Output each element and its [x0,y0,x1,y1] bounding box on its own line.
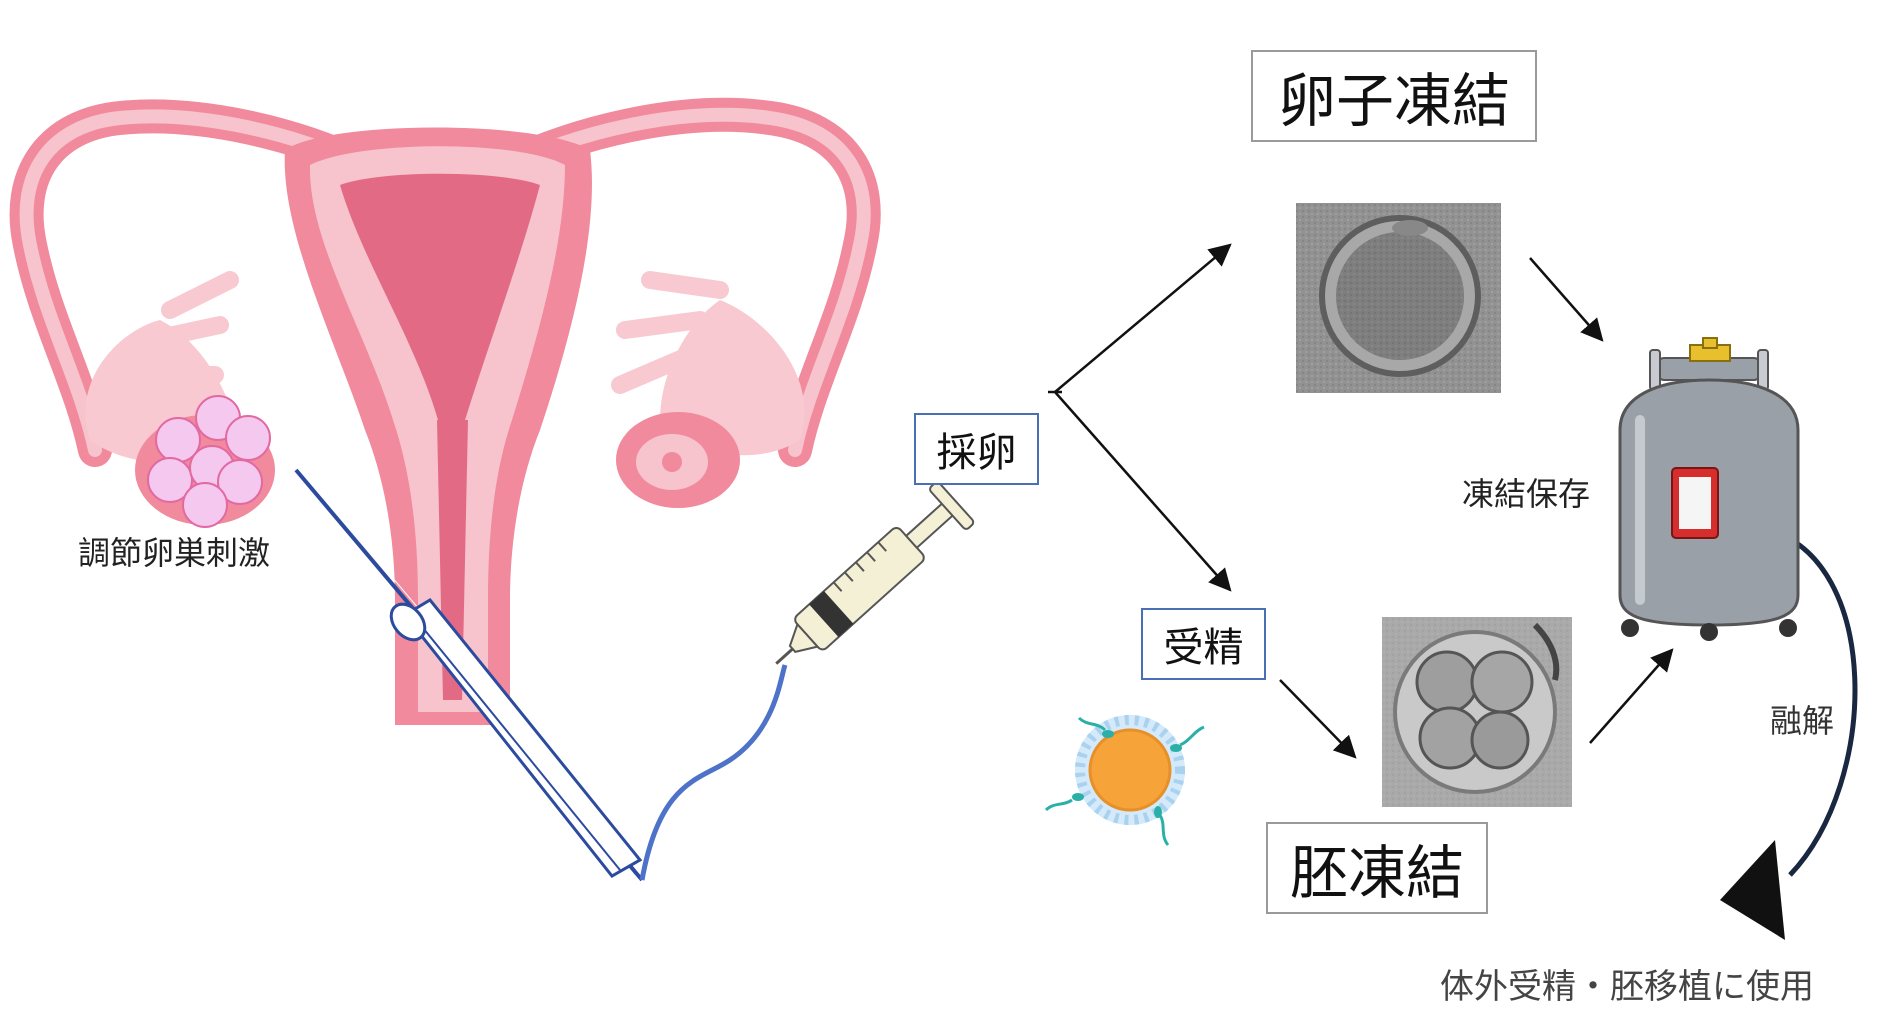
embryo-freezing-title: 胚凍結 [1289,839,1464,907]
usage-label: 体外受精・胚移植に使用 [1440,967,1814,1007]
oocyte-photo [1296,203,1501,393]
ovary-follicles-icon [135,395,275,528]
aspiration-tube [639,664,788,881]
storage-label: 凍結保存 [1462,475,1591,513]
embryo-freezing-title-box: 胚凍結 [1266,822,1488,914]
egg-freezing-title: 卵子凍結 [1277,67,1510,135]
thaw-arrow [1720,527,1858,940]
fertilization-step-label: 受精 [1163,625,1244,671]
fertilization-step-box: 受精 [1141,608,1266,680]
arrow-oocyte-to-tank [1529,257,1604,342]
retrieval-step-box: 採卵 [914,413,1039,485]
egg-freezing-title-box: 卵子凍結 [1251,50,1537,142]
arrow-embryo-to-tank [1589,648,1674,744]
embryo-photo [1382,617,1572,807]
uterus-icon [9,97,881,725]
sperm-egg-icon [1044,715,1205,846]
stimulation-label: 調節卵巣刺激 [78,534,271,572]
syringe-icon [775,481,975,665]
retrieval-step-label: 採卵 [936,430,1017,476]
liquid-nitrogen-tank-icon [1618,337,1800,641]
arrow-to-fertilization [1054,391,1232,592]
arrow-to-egg-freezing [1054,243,1232,393]
arrow-fertilization-to-embryo [1279,679,1357,759]
thaw-label: 融解 [1770,702,1835,740]
needle-icon [294,467,647,882]
